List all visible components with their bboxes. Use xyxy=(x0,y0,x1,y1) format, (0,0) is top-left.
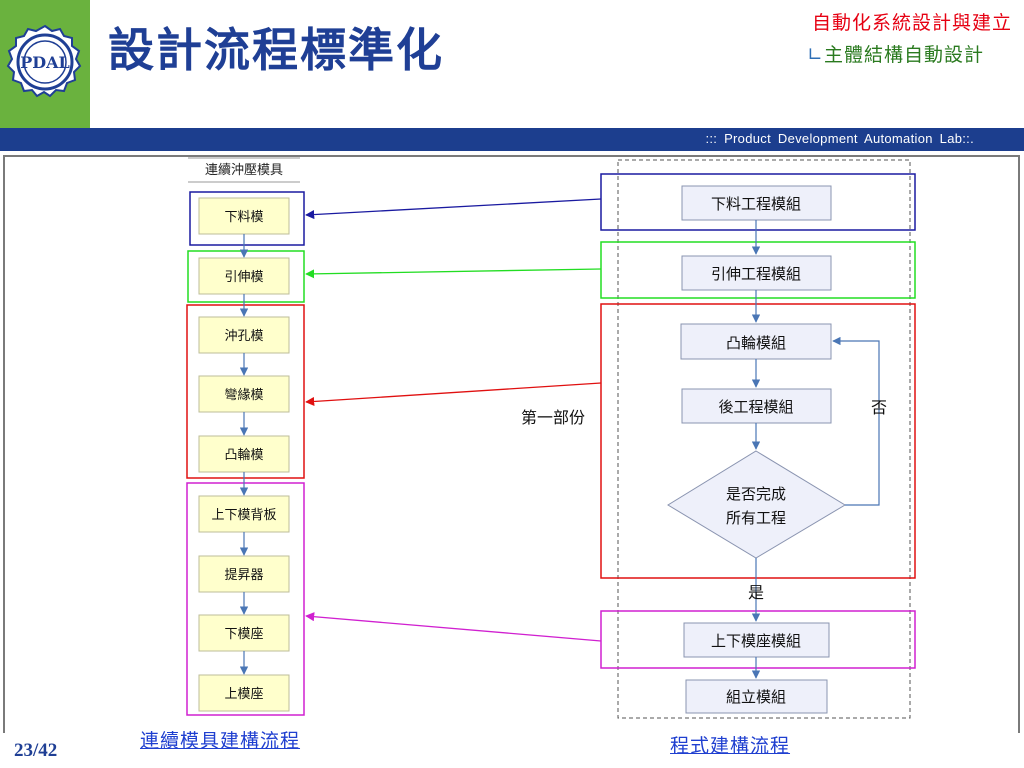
subtitle-top: 自動化系統設計與建立 xyxy=(811,12,1012,34)
left-item-label: 上下模背板 xyxy=(211,508,276,523)
page-title: 設計流程標準化 xyxy=(108,23,444,77)
left-item-1: 引伸模 xyxy=(198,257,290,295)
lab-banner: ::: Product Development Automation Lab::… xyxy=(0,128,1024,151)
left-item-label: 引伸模 xyxy=(224,270,263,285)
no-label: 否 xyxy=(871,398,887,417)
right-box-label: 組立模組 xyxy=(726,688,786,706)
decision-line-2: 所有工程 xyxy=(726,509,786,527)
left-group-frame-blue xyxy=(189,191,305,246)
subtitle-bottom-text: 主體結構自動設計 xyxy=(823,44,984,66)
right-box-2: 凸輪模組 xyxy=(680,323,832,360)
left-item-label: 彎緣模 xyxy=(224,388,263,403)
left-item-2: 沖孔模 xyxy=(198,316,290,354)
pdal-logo-icon: PDAL xyxy=(6,24,82,98)
right-box-5: 組立模組 xyxy=(685,679,828,714)
left-heading-text: 連續沖壓模具 xyxy=(205,163,283,178)
logo-panel: PDAL xyxy=(0,0,90,128)
decision-line-1: 是否完成 xyxy=(726,485,786,503)
page-number: 23/42 xyxy=(14,740,58,761)
right-group-frame-magenta xyxy=(600,610,916,669)
right-box-label: 凸輪模組 xyxy=(726,334,786,352)
right-dashed-frame xyxy=(617,159,911,719)
left-item-label: 下模座 xyxy=(224,627,263,642)
left-column-heading: 連續沖壓模具 xyxy=(188,157,300,183)
banner-text: ::: Product Development Automation Lab::… xyxy=(705,131,974,146)
left-item-7: 下模座 xyxy=(198,614,290,652)
right-box-3: 後工程模組 xyxy=(681,388,832,424)
yes-label: 是 xyxy=(748,583,764,602)
right-box-1: 引伸工程模組 xyxy=(681,255,832,291)
left-item-6: 提昇器 xyxy=(198,555,290,593)
left-item-label: 下料模 xyxy=(224,210,263,225)
mapping-arrow-magenta xyxy=(305,612,602,642)
group-label: 第一部份 xyxy=(521,408,585,427)
left-item-label: 提昇器 xyxy=(224,567,263,583)
right-group-frame-green xyxy=(600,241,916,299)
left-item-5: 上下模背板 xyxy=(198,495,290,533)
right-caption: 程式建構流程 xyxy=(670,735,791,757)
right-group-frame-blue xyxy=(600,173,916,231)
right-box-0: 下料工程模組 xyxy=(681,185,832,221)
content-frame xyxy=(3,155,1020,733)
right-box-4: 上下模座模組 xyxy=(683,622,830,658)
mapping-arrow-blue xyxy=(305,198,602,220)
right-box-label: 引伸工程模組 xyxy=(711,265,801,283)
left-item-8: 上模座 xyxy=(198,674,290,712)
left-item-label: 沖孔模 xyxy=(224,329,263,344)
left-item-4: 凸輪模 xyxy=(198,435,290,473)
logo-text: PDAL xyxy=(20,53,70,72)
left-group-frame-red xyxy=(186,304,305,479)
left-caption: 連續模具建構流程 xyxy=(140,730,301,752)
right-box-label: 下料工程模組 xyxy=(711,195,801,213)
left-item-label: 凸輪模 xyxy=(224,447,263,463)
subtitle-bracket: ∟ xyxy=(807,44,824,66)
right-group-frame-red xyxy=(600,303,916,579)
right-box-label: 上下模座模組 xyxy=(711,632,801,650)
left-item-0: 下料模 xyxy=(198,197,290,235)
left-item-3: 彎緣模 xyxy=(198,375,290,413)
left-item-label: 上模座 xyxy=(224,687,263,702)
left-group-frame-magenta xyxy=(186,482,305,716)
mapping-arrow-red xyxy=(305,382,602,407)
subtitle-bottom: ∟主體結構自動設計 xyxy=(807,40,984,67)
right-flow-arrows xyxy=(751,220,880,679)
mapping-arrow-green xyxy=(305,268,602,279)
decision-diamond: 是否完成 所有工程 xyxy=(667,450,846,559)
right-box-label: 後工程模組 xyxy=(718,398,793,416)
